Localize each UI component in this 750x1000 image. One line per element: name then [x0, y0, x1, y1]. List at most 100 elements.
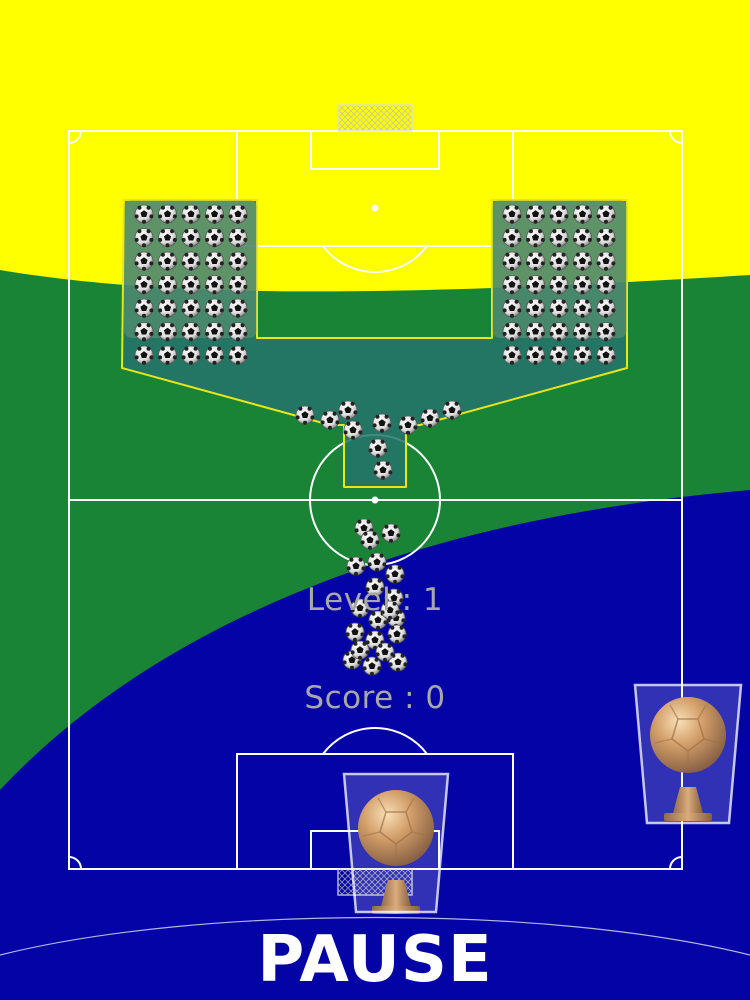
soccer-ball-icon	[526, 322, 545, 342]
soccer-ball-icon	[158, 298, 177, 318]
soccer-ball-icon	[228, 322, 248, 342]
soccer-ball-icon	[158, 322, 177, 342]
soccer-ball-icon	[205, 204, 224, 224]
soccer-ball-icon	[502, 204, 522, 224]
cup-right[interactable]	[633, 683, 743, 825]
soccer-ball-icon	[365, 577, 385, 597]
soccer-ball-icon	[526, 298, 545, 318]
soccer-ball-icon	[181, 251, 201, 271]
soccer-ball-icon	[181, 204, 201, 224]
soccer-ball-icon	[228, 275, 248, 295]
soccer-ball-icon	[134, 345, 154, 365]
top-goal-net	[337, 104, 413, 132]
soccer-ball-icon	[502, 251, 522, 271]
soccer-ball-icon	[134, 204, 154, 224]
soccer-ball-icon	[181, 275, 201, 295]
score-label: Score : 0	[304, 680, 446, 716]
soccer-ball-icon	[158, 275, 177, 295]
soccer-ball-icon	[380, 600, 400, 620]
soccer-ball-icon	[350, 640, 370, 660]
soccer-ball-icon	[442, 400, 462, 420]
level-label: Level : 1	[306, 582, 444, 618]
soccer-ball-icon	[596, 204, 616, 224]
soccer-ball-icon	[549, 345, 569, 365]
soccer-ball-icon	[205, 298, 224, 318]
soccer-ball-icon	[134, 298, 154, 318]
soccer-ball-icon	[320, 410, 340, 430]
soccer-ball-icon	[502, 322, 522, 342]
soccer-ball-icon	[134, 228, 154, 248]
soccer-ball-icon	[360, 530, 380, 550]
soccer-ball-icon	[549, 204, 569, 224]
soccer-ball-icon	[373, 460, 393, 480]
soccer-ball-icon	[350, 598, 370, 618]
soccer-ball-icon	[375, 642, 395, 662]
soccer-ball-icon	[205, 228, 224, 248]
soccer-ball-icon	[502, 228, 522, 248]
soccer-ball-icon	[228, 298, 248, 318]
soccer-ball-icon	[549, 275, 569, 295]
soccer-ball-icon	[381, 523, 401, 543]
soccer-ball-icon	[596, 228, 616, 248]
soccer-ball-icon	[573, 275, 592, 295]
soccer-ball-icon	[385, 564, 405, 584]
soccer-ball-icon	[343, 420, 363, 440]
soccer-ball-icon	[205, 275, 224, 295]
soccer-ball-icon	[295, 405, 315, 425]
soccer-ball-icon	[181, 322, 201, 342]
soccer-ball-icon	[345, 622, 365, 642]
pause-button[interactable]: PAUSE	[257, 923, 493, 997]
soccer-ball-icon	[228, 251, 248, 271]
soccer-ball-icon	[573, 298, 592, 318]
soccer-ball-icon	[362, 656, 382, 676]
soccer-ball-icon	[181, 228, 201, 248]
soccer-ball-icon	[205, 251, 224, 271]
soccer-ball-icon	[205, 322, 224, 342]
soccer-ball-icon	[549, 228, 569, 248]
soccer-ball-icon	[338, 400, 358, 420]
soccer-ball-icon	[368, 438, 388, 458]
soccer-ball-icon	[228, 228, 248, 248]
soccer-ball-icon	[573, 322, 592, 342]
soccer-ball-icon	[573, 228, 592, 248]
soccer-ball-icon	[387, 624, 407, 644]
soccer-ball-icon	[573, 204, 592, 224]
golden-ball-trophy-icon	[650, 697, 726, 821]
golden-ball-trophy-icon	[358, 790, 434, 914]
soccer-ball-icon	[420, 408, 440, 428]
soccer-ball-icon	[134, 251, 154, 271]
soccer-ball-icon	[388, 652, 408, 672]
glass-cup-icon	[342, 772, 450, 914]
soccer-ball-icon	[596, 275, 616, 295]
soccer-ball-icon	[134, 275, 154, 295]
soccer-ball-icon	[596, 298, 616, 318]
soccer-ball-icon	[228, 204, 248, 224]
soccer-ball-icon	[372, 413, 392, 433]
soccer-ball-icon	[181, 298, 201, 318]
soccer-ball-icon	[134, 322, 154, 342]
soccer-ball-icon	[573, 345, 592, 365]
soccer-ball-icon	[596, 345, 616, 365]
soccer-ball-icon	[526, 345, 545, 365]
blue-band	[0, 490, 750, 1000]
soccer-balls	[134, 204, 616, 676]
soccer-ball-icon	[502, 298, 522, 318]
bottom-arc-line	[0, 916, 750, 956]
soccer-ball-icon	[158, 251, 177, 271]
soccer-ball-icon	[502, 345, 522, 365]
soccer-ball-icon	[205, 345, 224, 365]
soccer-ball-icon	[181, 345, 201, 365]
cup-bottom[interactable]	[342, 772, 450, 914]
soccer-ball-icon	[158, 228, 177, 248]
soccer-ball-icon	[549, 298, 569, 318]
soccer-ball-icon	[526, 251, 545, 271]
soccer-ball-icon	[346, 556, 366, 576]
soccer-ball-icon	[596, 251, 616, 271]
soccer-ball-icon	[367, 552, 387, 572]
soccer-ball-icon	[526, 275, 545, 295]
soccer-ball-icon	[526, 204, 545, 224]
soccer-ball-icon	[549, 322, 569, 342]
soccer-ball-icon	[502, 275, 522, 295]
glass-cup-icon	[633, 683, 743, 825]
